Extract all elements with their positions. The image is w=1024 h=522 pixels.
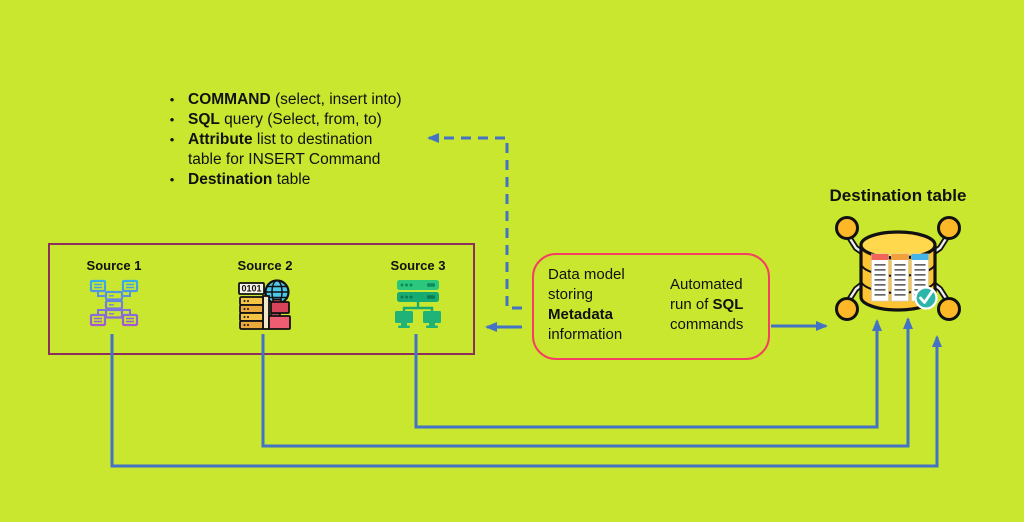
bullet-item: • SQL query (Select, from, to) — [156, 110, 456, 130]
database-table-icon — [835, 216, 961, 321]
data-sources-icon: 0101 — [238, 279, 291, 330]
source-label: Source 3 — [390, 258, 446, 273]
bullet-item: • Attribute list to destination table fo… — [156, 130, 456, 170]
bullet-text: Attribute list to destination table for … — [188, 131, 381, 168]
metadata-box-left-text: Data model storing Metadata information — [548, 266, 625, 343]
sources-box: Source 1 — [48, 243, 475, 355]
bullet-text: COMMAND (select, insert into) — [188, 91, 402, 108]
bullet-text: SQL query (Select, from, to) — [188, 111, 382, 128]
bullet-list: • COMMAND (select, insert into) • SQL qu… — [156, 90, 456, 190]
destination-title: Destination table — [829, 186, 967, 205]
source-label: Source 1 — [86, 258, 142, 273]
bullet-glyph: • — [169, 172, 175, 187]
server-clients-icon — [395, 280, 441, 328]
network-servers-icon — [89, 279, 139, 327]
source-item-3: Source 3 — [376, 258, 460, 330]
metadata-box-right-text: Automated run of SQL commands — [670, 276, 744, 333]
source-item-1: Source 1 — [72, 258, 156, 330]
binary-text: 0101 — [241, 284, 261, 294]
bullet-glyph: • — [169, 132, 175, 147]
bullet-glyph: • — [169, 92, 175, 107]
source-item-2: Source 2 0101 — [223, 258, 307, 332]
metadata-box: Data model storing Metadata information … — [532, 253, 770, 360]
bullet-item: • COMMAND (select, insert into) — [156, 90, 456, 110]
bullet-text: Destination table — [188, 171, 311, 188]
source-label: Source 2 — [237, 258, 293, 273]
bullet-glyph: • — [169, 112, 175, 127]
bullet-item: • Destination table — [156, 170, 456, 190]
